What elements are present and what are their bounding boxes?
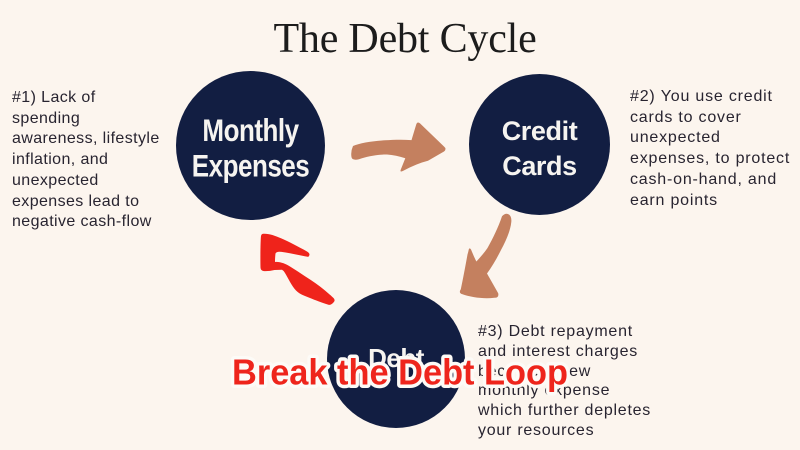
svg-text:Break the Debt Loop: Break the Debt Loop <box>232 353 568 393</box>
